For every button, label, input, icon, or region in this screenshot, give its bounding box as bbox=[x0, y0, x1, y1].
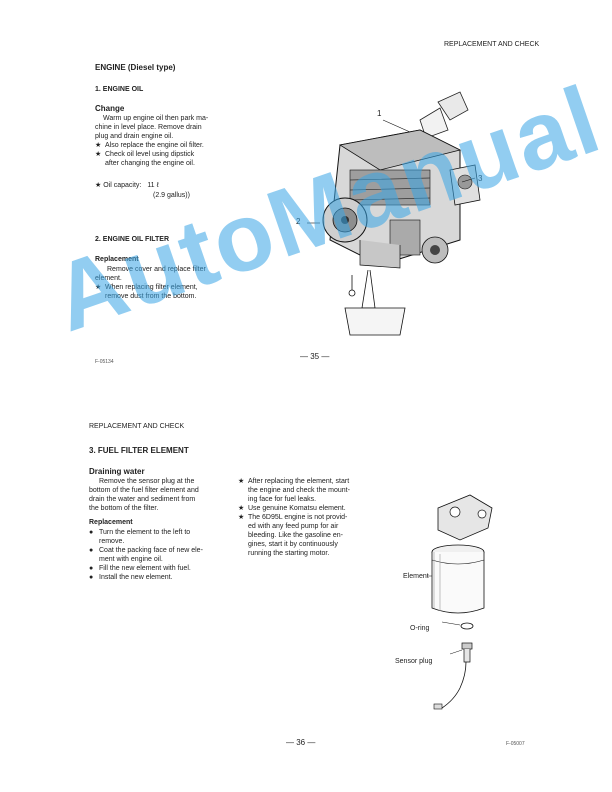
callout-3: 3 bbox=[478, 174, 483, 183]
capacity-alt: (2.9 gallus)) bbox=[153, 192, 190, 199]
oil-line: chine in level place. Remove drain bbox=[95, 124, 202, 131]
draining-line: drain the water and sediment from bbox=[89, 496, 196, 503]
page-header-bottom: REPLACEMENT AND CHECK bbox=[89, 423, 185, 430]
filter-line: Remove cover and replace filter bbox=[107, 266, 206, 273]
fuel-filter-illustration bbox=[427, 494, 493, 710]
draining-line: the bottom of the filter. bbox=[89, 505, 159, 512]
filter-replacement-subtitle: Replacement bbox=[95, 256, 139, 263]
replacement-step: ●Fill the new element with fuel. bbox=[89, 565, 191, 572]
engine-oil-filter-title: 2. ENGINE OIL FILTER bbox=[95, 236, 170, 243]
filter-text: Remove cover and replace filter element.… bbox=[95, 265, 235, 301]
replacement-step: ●Coat the packing face of new ele-ment w… bbox=[89, 547, 203, 563]
filter-note: ★When replacing filter element,remove du… bbox=[95, 284, 198, 300]
fuel-filter-title: 3. FUEL FILTER ELEMENT bbox=[89, 446, 189, 455]
section-title: ENGINE (Diesel type) bbox=[95, 63, 176, 72]
oil-line: plug and drain engine oil. bbox=[95, 133, 174, 140]
capacity-label: Oil capacity: bbox=[103, 182, 142, 189]
capacity-value: 11 ℓ bbox=[147, 182, 159, 189]
draining-line: bottom of the fuel filter element and bbox=[89, 487, 199, 494]
note-item: ★Use genuine Komatsu element. bbox=[238, 505, 346, 512]
oil-note: ★Also replace the engine oil filter. bbox=[95, 142, 204, 149]
oil-line: Warm up engine oil then park ma- bbox=[103, 115, 209, 122]
draining-line: Remove the sensor plug at the bbox=[99, 478, 195, 485]
label-oring: O-ring bbox=[410, 625, 430, 632]
draining-text: Remove the sensor plug at the bottom of … bbox=[89, 477, 229, 513]
figure-code-bottom: F-05007 bbox=[506, 741, 525, 747]
callout-1: 1 bbox=[377, 109, 382, 118]
note-item: ★The 6D95L engine is not provid-ed with … bbox=[238, 514, 348, 557]
page-number-35: — 35 — bbox=[300, 352, 330, 361]
engine-illustration bbox=[307, 91, 481, 336]
capacity-bullet: ★ bbox=[95, 182, 104, 189]
page-number-36: — 36 — bbox=[286, 738, 316, 747]
label-element: Element bbox=[403, 573, 429, 580]
figure-code-top: F-05134 bbox=[95, 359, 114, 365]
replacement-step: ●Install the new element. bbox=[89, 574, 173, 581]
replacement-subtitle: Replacement bbox=[89, 519, 133, 526]
label-sensor-plug: Sensor plug bbox=[395, 658, 433, 665]
page-header-top: REPLACEMENT AND CHECK bbox=[444, 41, 540, 48]
oil-change-subtitle: Change bbox=[95, 104, 125, 113]
oil-change-text: Warm up engine oil then park ma- chine i… bbox=[95, 114, 235, 168]
oil-capacity: ★ Oil capacity: 11 ℓ bbox=[95, 181, 159, 190]
callout-2: 2 bbox=[296, 217, 301, 226]
engine-oil-title: 1. ENGINE OIL bbox=[95, 86, 144, 93]
filter-line: element. bbox=[95, 275, 122, 282]
draining-subtitle: Draining water bbox=[89, 467, 145, 476]
